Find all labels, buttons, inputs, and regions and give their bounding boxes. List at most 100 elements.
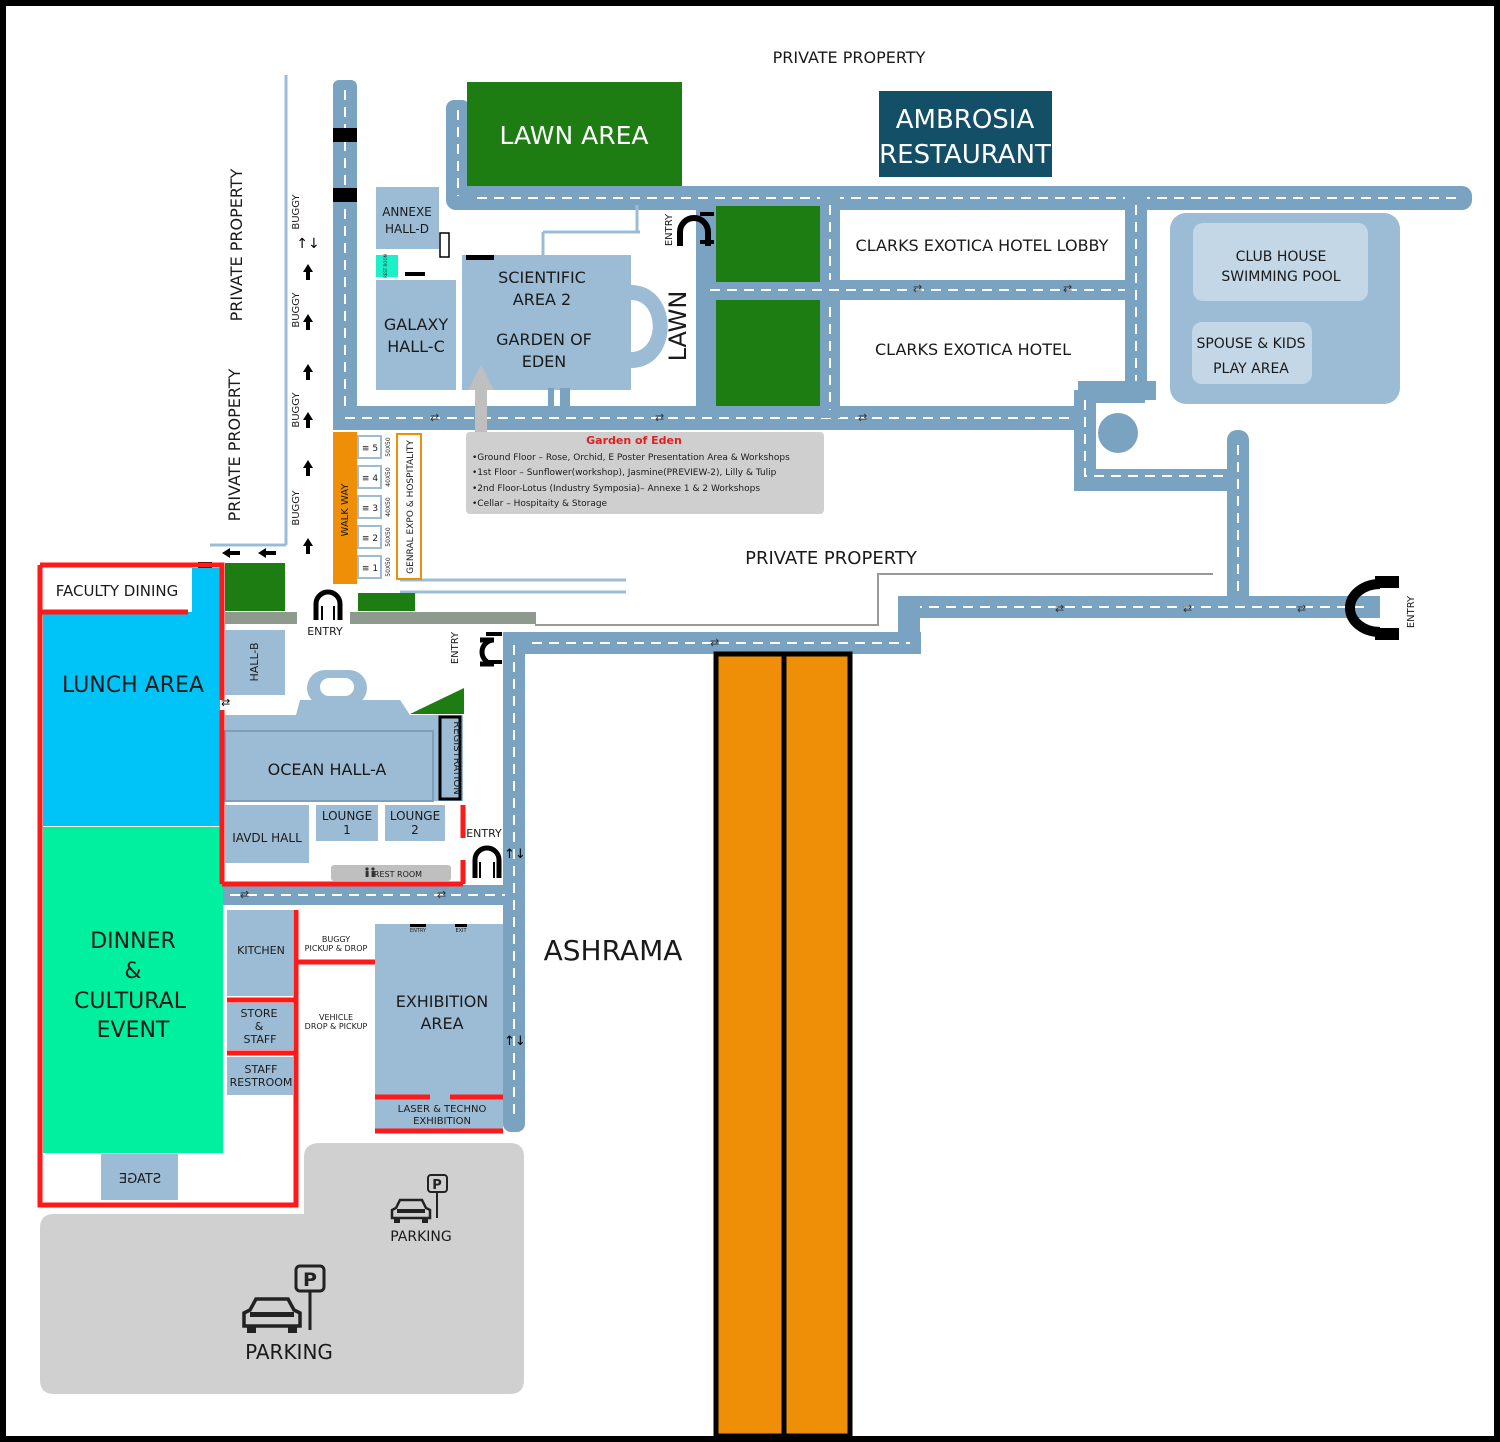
svg-text:40X50: 40X50 — [385, 467, 392, 487]
lunch-area-label: LUNCH AREA — [62, 673, 204, 698]
svg-text:1: 1 — [343, 823, 351, 837]
hall-b — [225, 630, 285, 695]
entry-gate-icon — [472, 845, 502, 878]
registration-box — [438, 715, 462, 801]
exhibition-line1: EXHIBITION — [396, 992, 489, 1011]
svg-text:↑↓: ↑↓ — [504, 1034, 526, 1049]
scientific-line1: SCIENTIFIC — [498, 268, 586, 287]
car-icon — [242, 1297, 302, 1333]
svg-text:≡ 3: ≡ 3 — [362, 504, 378, 514]
svg-text:&: & — [255, 1020, 264, 1033]
buggy-lane: BUGGY BUGGY BUGGY BUGGY ↑↓ — [222, 193, 320, 558]
iavdl-label: IAVDL HALL — [232, 831, 302, 845]
parking-sign-icon: P — [294, 1264, 326, 1330]
entry-label-right: ENTRY — [1406, 595, 1417, 628]
galaxy-line1: GALAXY — [384, 315, 449, 334]
stage — [101, 1154, 178, 1200]
ocean-hall-label: OCEAN HALL-A — [268, 760, 387, 779]
svg-text:⇄: ⇄ — [1063, 282, 1072, 295]
svg-text:50X50: 50X50 — [385, 527, 392, 547]
vehicle-drop-line1: VEHICLE — [319, 1013, 353, 1022]
svg-text:⇄: ⇄ — [240, 888, 249, 901]
dinner-line1: DINNER — [90, 929, 176, 954]
svg-text:BUGGY: BUGGY — [291, 193, 302, 229]
private-property-top: PRIVATE PROPERTY — [773, 48, 926, 67]
staff-restroom — [227, 1057, 293, 1095]
stage-label: STAGE — [119, 1172, 161, 1187]
lawn-label: LAWN — [664, 291, 692, 362]
ambrosia-line1: AMBROSIA — [896, 105, 1035, 135]
svg-text:↑↓: ↑↓ — [504, 847, 526, 862]
dinner-area — [43, 827, 223, 1153]
pointer-arrow-icon — [468, 365, 494, 432]
svg-text:BUGGY: BUGGY — [291, 391, 302, 427]
annexe-hall-d — [376, 187, 439, 249]
svg-text:≡ 2: ≡ 2 — [362, 534, 378, 544]
car-icon — [390, 1198, 432, 1223]
svg-text:STAFF: STAFF — [243, 1033, 276, 1046]
svg-text:P: P — [303, 1269, 317, 1291]
annexe-line2: HALL-D — [385, 222, 429, 236]
svg-text:BUGGY: BUGGY — [291, 489, 302, 525]
walkway-label: WALK WAY — [340, 483, 351, 537]
lawn-patch-1 — [716, 206, 820, 282]
play-area-line2: PLAY AREA — [1213, 361, 1289, 377]
lawn-patch-4 — [358, 593, 415, 611]
private-property-left1: PRIVATE PROPERTY — [227, 168, 246, 321]
entry-gate-icon — [479, 632, 502, 667]
svg-text:↑↓: ↑↓ — [296, 236, 319, 252]
garden-info-title: Garden of Eden — [586, 434, 682, 447]
parking-sign-icon: P — [427, 1174, 448, 1218]
club-house-line2: SWIMMING POOL — [1221, 269, 1340, 285]
galaxy-hall-c — [376, 280, 456, 390]
entry-gate-icon — [313, 589, 343, 620]
scientific-line2: AREA 2 — [513, 290, 571, 309]
faculty-dining-label: FACULTY DINING — [56, 582, 179, 600]
entry-gate-icon — [1345, 576, 1399, 640]
svg-text:2: 2 — [411, 823, 419, 837]
laser-line1: LASER & TECHNO — [398, 1104, 487, 1115]
lawn-area — [467, 82, 682, 186]
genral-expo-box — [396, 433, 422, 580]
garden-info-item: •Ground Floor – Rose, Orchid, E Poster P… — [472, 453, 790, 463]
private-property-middle: PRIVATE PROPERTY — [745, 548, 918, 569]
galaxy-line2: HALL-C — [387, 337, 444, 356]
garden-info-box — [466, 432, 824, 514]
kitchen — [227, 910, 293, 996]
lounge-2 — [385, 805, 445, 841]
svg-text:⇄: ⇄ — [858, 411, 867, 424]
rest-room — [331, 865, 451, 881]
annexe-line1: ANNEXE — [382, 205, 432, 219]
play-area-line1: SPOUSE & KIDS — [1196, 336, 1305, 352]
scientific-line4: EDEN — [522, 352, 567, 371]
scientific-area-2 — [462, 255, 631, 390]
genral-expo-label: GENRAL EXPO & HOSPITALITY — [406, 440, 416, 574]
entry-label-ashrama: ENTRY — [450, 631, 461, 664]
private-property-left2: PRIVATE PROPERTY — [225, 368, 244, 521]
rest-room-small — [376, 255, 398, 277]
lawn-patch-2 — [716, 300, 820, 406]
svg-text:⇄: ⇄ — [913, 282, 922, 295]
svg-text:⇄: ⇄ — [1183, 602, 1192, 615]
boundary-strip-2 — [781, 651, 853, 1439]
parking-label-small: PARKING — [390, 1229, 451, 1245]
toilet-icon — [365, 867, 375, 877]
svg-text:50X50: 50X50 — [385, 557, 392, 577]
buggy-pickup-line1: BUGGY — [322, 935, 350, 944]
svg-text:⇄: ⇄ — [221, 696, 230, 709]
stall-grid: ≡ 5 ≡ 4 ≡ 3 ≡ 2 ≡ 1 50X50 40X50 40X50 50… — [357, 435, 392, 579]
entry-label-top: ENTRY — [664, 213, 675, 246]
svg-text:STORE: STORE — [241, 1007, 278, 1020]
svg-text:⇄: ⇄ — [437, 888, 446, 901]
svg-text:50X50: 50X50 — [385, 437, 392, 457]
red-boundaries — [37, 562, 503, 1208]
lawn-patch-3 — [225, 563, 285, 611]
ocean-hall-a — [224, 670, 464, 802]
laser-line2: EXHIBITION — [413, 1116, 471, 1127]
hotel-label: CLARKS EXOTICA HOTEL — [875, 340, 1071, 359]
svg-text:⇄: ⇄ — [655, 411, 664, 424]
lawn-area-label: LAWN AREA — [500, 121, 649, 150]
store-staff — [227, 1003, 293, 1050]
svg-text:P: P — [432, 1178, 442, 1193]
